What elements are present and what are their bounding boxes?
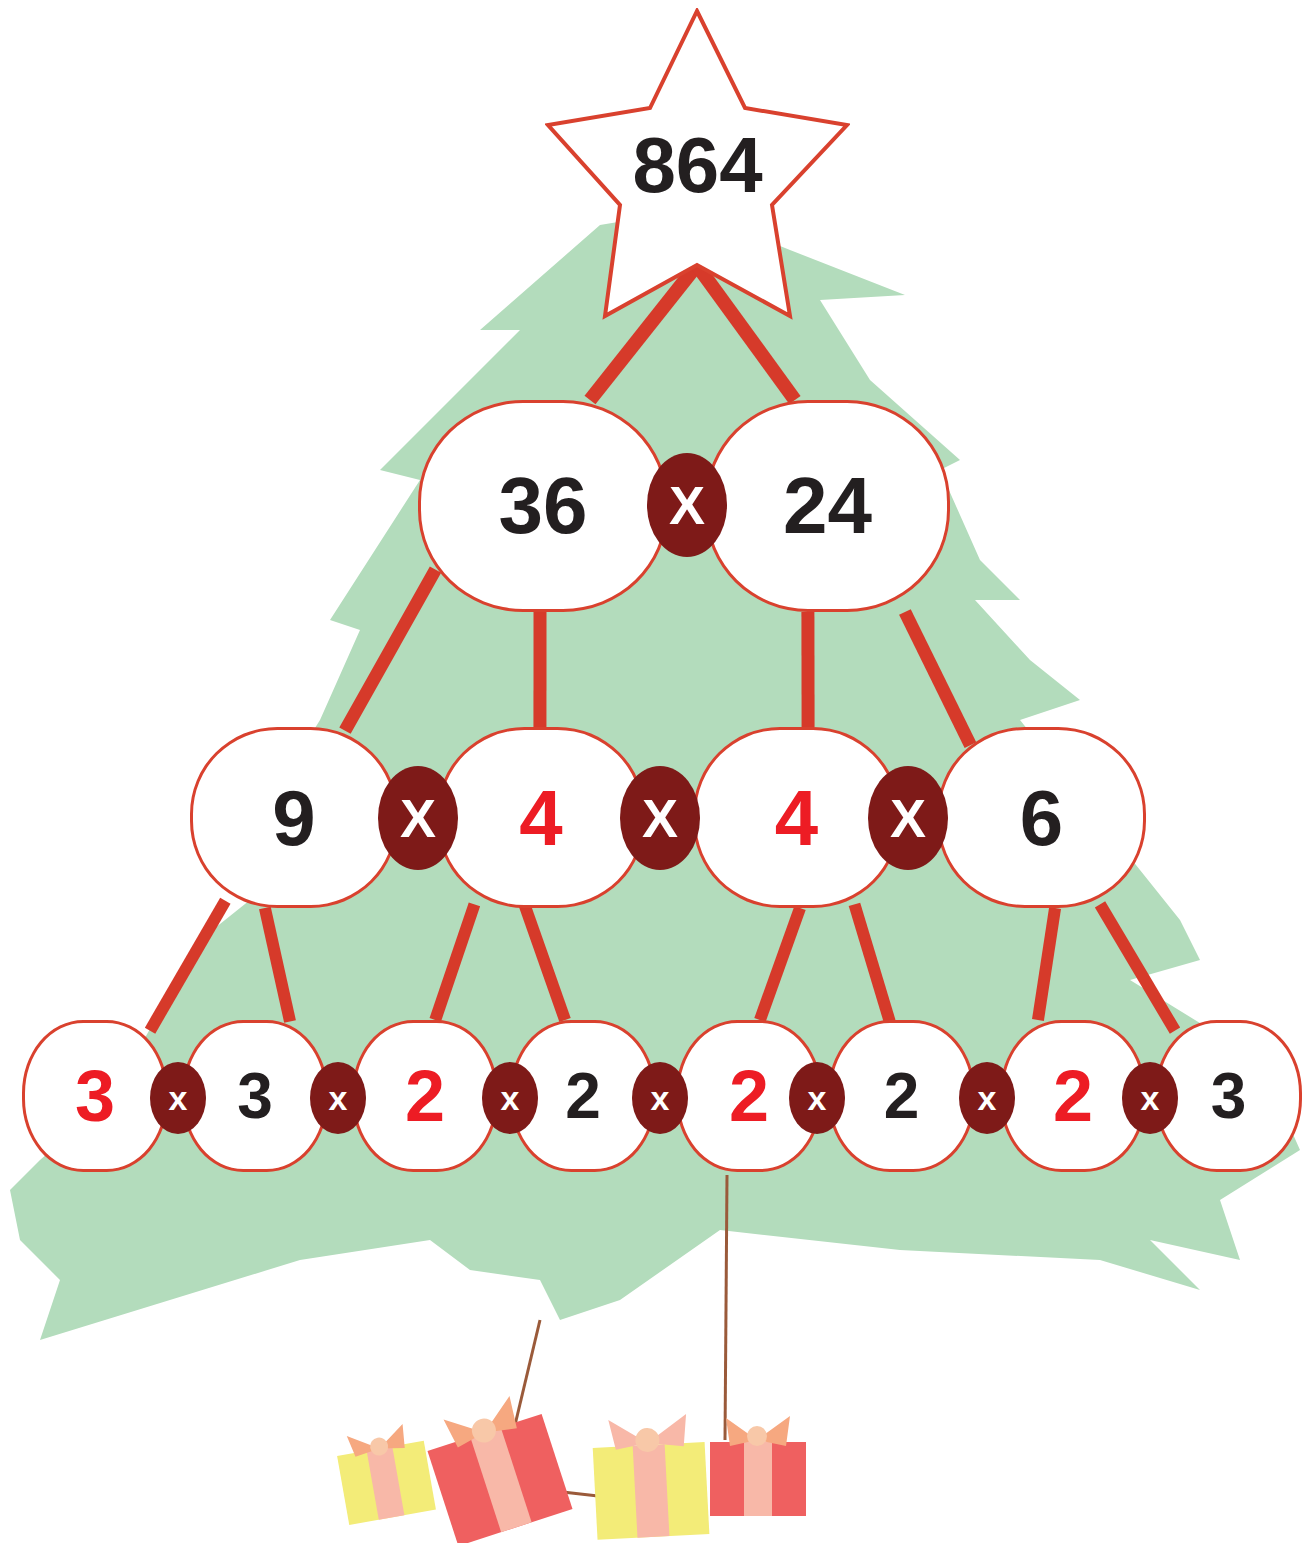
factor-number: 2 — [884, 1064, 920, 1128]
multiply-sign: x — [1122, 1062, 1178, 1134]
multiply-sign: X — [868, 766, 948, 870]
factor-box: 2 — [352, 1020, 498, 1172]
branch-line — [801, 612, 814, 727]
branch-line — [533, 612, 546, 727]
operator-text: X — [669, 478, 705, 532]
operator-text: x — [169, 1081, 188, 1115]
branch-line — [524, 904, 565, 1020]
multiply-sign: x — [959, 1062, 1015, 1134]
factor-number: 2 — [405, 1060, 445, 1132]
multiply-sign: X — [647, 453, 727, 557]
factor-number: 2 — [729, 1060, 769, 1132]
gift-red-small — [710, 1416, 806, 1516]
factor-number: 36 — [499, 466, 588, 546]
fir-tree — [10, 210, 1300, 1340]
factor-number: 24 — [783, 466, 872, 546]
branch-line — [345, 570, 436, 731]
factor-number: 9 — [272, 779, 315, 857]
factor-box: 9 — [190, 727, 398, 908]
multiply-sign: X — [620, 766, 700, 870]
branch-line — [854, 904, 889, 1021]
gift-yellow-large — [591, 1413, 709, 1540]
factor-number: 2 — [565, 1064, 601, 1128]
operator-text: x — [501, 1081, 520, 1115]
operator-text: X — [890, 791, 926, 845]
factor-box: 36 — [418, 400, 668, 612]
factor-box: 4 — [437, 727, 645, 908]
operator-text: x — [978, 1081, 997, 1115]
multiply-sign: X — [378, 766, 458, 870]
branch-line — [1038, 908, 1055, 1020]
factor-number: 4 — [519, 779, 562, 857]
factor-number: 3 — [75, 1060, 115, 1132]
factor-box: 24 — [705, 400, 950, 612]
gift-red-large — [419, 1388, 572, 1543]
branch-line — [265, 908, 290, 1022]
multiply-sign: x — [632, 1062, 688, 1134]
factor-number: 2 — [1053, 1060, 1093, 1132]
operator-text: x — [1141, 1081, 1160, 1115]
branch-line — [150, 901, 225, 1031]
factor-box: 2 — [828, 1020, 975, 1172]
factor-number: 3 — [237, 1064, 273, 1128]
operator-text: x — [651, 1081, 670, 1115]
factor-number: 6 — [1020, 779, 1063, 857]
multiply-sign: x — [150, 1062, 206, 1134]
multiply-sign: x — [310, 1062, 366, 1134]
star-shape — [548, 11, 847, 316]
branch-line — [1100, 904, 1175, 1030]
multiply-sign: x — [482, 1062, 538, 1134]
star-node: 864 — [545, 8, 850, 320]
factor-number: 864 — [632, 126, 762, 204]
factor-box: 3 — [22, 1020, 168, 1172]
operator-text: x — [329, 1081, 348, 1115]
multiply-sign: x — [789, 1062, 845, 1134]
branch-line — [905, 612, 971, 745]
operator-text: X — [642, 791, 678, 845]
gift-yellow-small — [334, 1421, 436, 1525]
operator-text: X — [400, 791, 436, 845]
branch-line — [760, 908, 800, 1020]
operator-text: x — [808, 1081, 827, 1115]
branch-line — [435, 904, 474, 1020]
factor-box: 6 — [937, 727, 1146, 908]
factor-number: 4 — [775, 779, 818, 857]
factor-number: 3 — [1211, 1064, 1247, 1128]
